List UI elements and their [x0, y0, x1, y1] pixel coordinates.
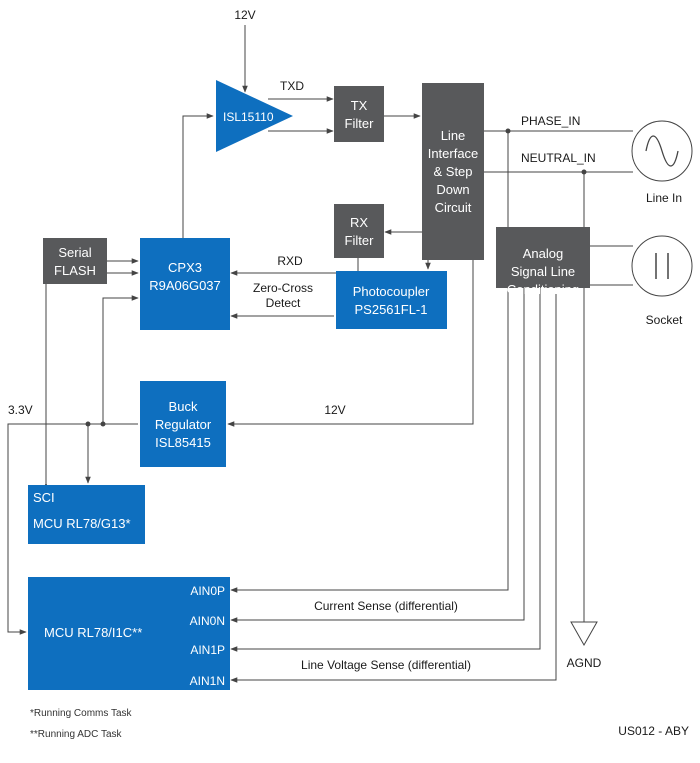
junction-dot — [85, 421, 91, 427]
tx-filter-label-2: Filter — [345, 116, 375, 131]
analog-label-3: Conditioning — [507, 282, 579, 297]
label-line-in: Line In — [646, 191, 682, 205]
photocoupler-label-2: PS2561FL-1 — [355, 302, 428, 317]
junction-dot — [505, 128, 511, 134]
label-neutral-in: NEUTRAL_IN — [521, 151, 596, 165]
line-interface-label-3: & Step — [433, 164, 472, 179]
junction-dot — [100, 421, 106, 427]
label-zero-cross-2: Detect — [266, 296, 301, 310]
photocoupler-block: Photocoupler PS2561FL-1 — [336, 271, 447, 329]
rx-filter-label-1: RX — [350, 215, 368, 230]
wire-sci-link-1 — [43, 270, 139, 490]
label-txd: TXD — [280, 79, 304, 93]
wire-12v-to-buck — [227, 260, 474, 427]
serial-flash-label-2: FLASH — [54, 263, 96, 278]
wire-ain1p — [230, 288, 541, 652]
buck-label-3: ISL85415 — [155, 435, 211, 450]
cpx3-block: CPX3 R9A06G037 — [140, 238, 230, 330]
label-agnd: AGND — [567, 656, 602, 670]
buck-label-2: Regulator — [155, 417, 212, 432]
mcu-sci-block: SCI MCU RL78/G13* — [28, 485, 145, 544]
label-phase-in: PHASE_IN — [521, 114, 580, 128]
line-interface-label-1: Line — [441, 128, 466, 143]
mcu-sci-label-2: MCU RL78/G13* — [33, 516, 131, 531]
footnotes: *Running Comms Task **Running ADC Task U… — [30, 708, 689, 740]
label-rxd: RXD — [277, 254, 303, 268]
tx-filter-block: TX Filter — [334, 86, 384, 142]
footnote-comms: *Running Comms Task — [30, 708, 133, 719]
label-current-sense: Current Sense (differential) — [314, 599, 458, 613]
socket-symbol — [631, 235, 693, 297]
wire-ain0n — [230, 288, 525, 623]
wire-3v3-to-cpx3 — [102, 295, 139, 424]
ain0p-pin-label: AIN0P — [190, 584, 225, 598]
rx-filter-block: RX Filter — [334, 204, 384, 258]
label-zero-cross-1: Zero-Cross — [253, 281, 313, 295]
buck-label-1: Buck — [169, 399, 198, 414]
ain1n-pin-label: AIN1N — [190, 674, 225, 688]
label-socket: Socket — [646, 313, 683, 327]
buck-regulator-block: Buck Regulator ISL85415 — [140, 381, 226, 467]
mcu-adc-block: MCU RL78/I1C** AIN0P AIN0N AIN1P AIN1N — [28, 577, 230, 690]
line-interface-block: Line Interface & Step Down Circuit — [422, 83, 484, 260]
rx-filter-label-2: Filter — [345, 233, 375, 248]
agnd-ground-icon — [570, 621, 598, 647]
wire-ain1n — [230, 288, 557, 683]
serial-flash-label-1: Serial — [58, 245, 91, 260]
line-interface-label-4: Down — [436, 182, 469, 197]
photocoupler-label-1: Photocoupler — [353, 284, 430, 299]
label-12v-top: 12V — [234, 8, 255, 22]
mcu-sci-label-1: SCI — [33, 490, 55, 505]
sine-wave-icon — [645, 135, 679, 167]
junction-dot — [581, 169, 587, 175]
analog-conditioning-block: Analog Signal Line Conditioning — [496, 227, 590, 297]
isl15110-label: ISL15110 — [223, 110, 274, 124]
label-12v-buck: 12V — [324, 403, 345, 417]
cpx3-label-2: R9A06G037 — [149, 278, 221, 293]
mcu-adc-label: MCU RL78/I1C** — [44, 625, 142, 640]
figure-id: US012 - ABY — [618, 724, 689, 738]
serial-flash-block: Serial FLASH — [43, 238, 107, 284]
wire-cpx3-to-amp — [182, 113, 214, 238]
line-interface-label-2: Interface — [428, 146, 479, 161]
line-interface-label-5: Circuit — [435, 200, 472, 215]
analog-label-2: Signal Line — [511, 264, 575, 279]
isl15110-amplifier: ISL15110 — [216, 80, 293, 152]
signal-labels: 12V TXD RXD Zero-Cross Detect PHASE_IN N… — [8, 8, 683, 672]
analog-label-1: Analog — [523, 246, 563, 261]
footnote-adc: **Running ADC Task — [30, 729, 123, 740]
line-in-symbol — [631, 120, 693, 182]
tx-filter-label-1: TX — [351, 98, 368, 113]
label-voltage-sense: Line Voltage Sense (differential) — [301, 658, 471, 672]
ain1p-pin-label: AIN1P — [190, 643, 225, 657]
wire-ain0p — [230, 288, 509, 593]
cpx3-label-1: CPX3 — [168, 260, 202, 275]
label-3v3: 3.3V — [8, 403, 33, 417]
ain0n-pin-label: AIN0N — [190, 614, 225, 628]
